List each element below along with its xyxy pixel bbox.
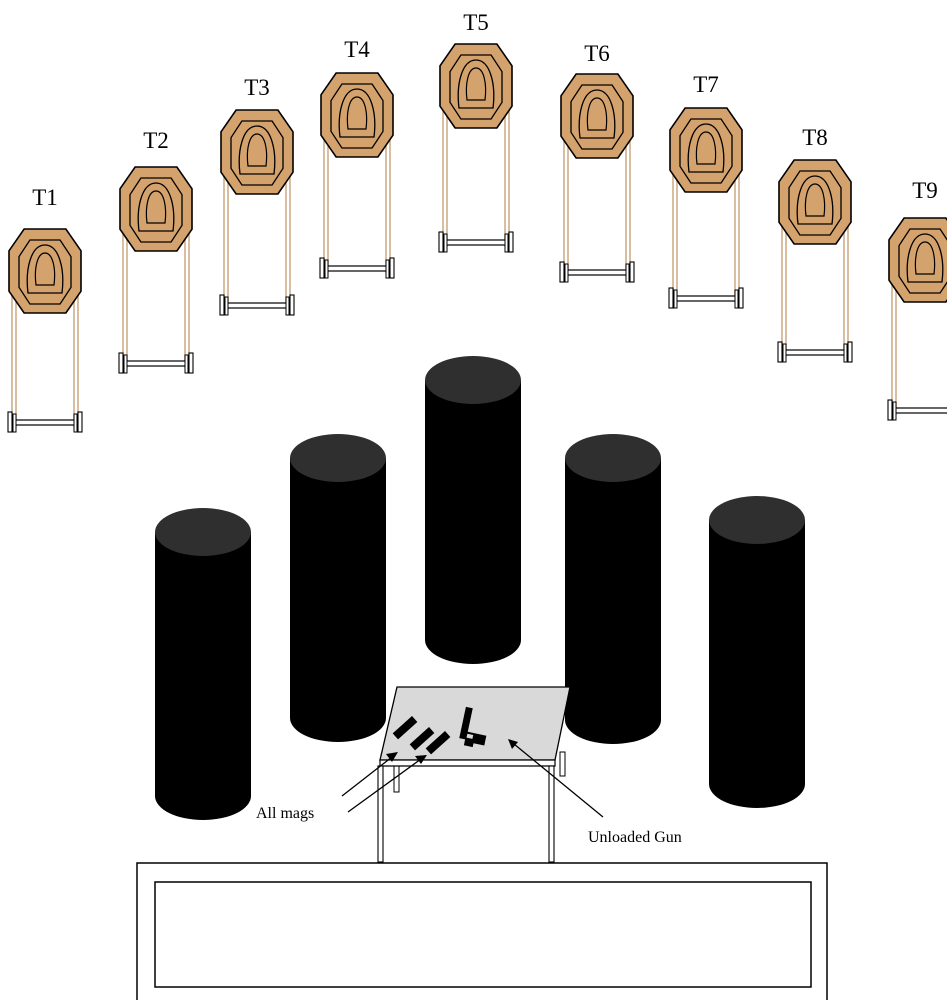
gun-arrow	[514, 744, 603, 817]
steel-target: T7	[669, 72, 743, 308]
start-box	[137, 863, 827, 1000]
target-plate	[9, 229, 81, 313]
table-leg	[378, 766, 554, 862]
steel-target: T5	[439, 10, 513, 252]
target-label: T4	[344, 37, 370, 62]
table-edge	[380, 760, 555, 766]
target-label: T2	[143, 128, 169, 153]
steel-target: T6	[560, 41, 634, 282]
target-label: T9	[912, 178, 938, 203]
barrel	[709, 496, 805, 808]
target-plate	[889, 218, 947, 302]
target-plate	[779, 160, 851, 244]
barrel	[155, 508, 251, 820]
target-plate	[440, 44, 512, 128]
steel-target: T8	[778, 125, 852, 362]
table	[378, 687, 570, 862]
target-label: T8	[802, 125, 828, 150]
steel-target: T1	[8, 185, 82, 432]
target-plate	[221, 110, 293, 194]
mags-arrow-2	[348, 759, 421, 812]
steel-target: T9	[888, 178, 947, 420]
target-plate	[670, 108, 742, 192]
mags-arrow-1	[342, 757, 392, 796]
target-label: T3	[244, 75, 270, 100]
target-label: T6	[584, 41, 610, 66]
steel-target: T3	[220, 75, 294, 315]
target-label: T5	[463, 10, 489, 35]
barrel	[425, 356, 521, 664]
barrel	[565, 434, 661, 744]
target-plate	[120, 167, 192, 251]
target-plate	[321, 73, 393, 157]
gun-label: Unloaded Gun	[588, 829, 682, 846]
steel-target: T4	[320, 37, 394, 278]
target-label: T7	[693, 72, 719, 97]
target-label: T1	[32, 185, 58, 210]
target-plate	[561, 74, 633, 158]
mags-label: All mags	[256, 805, 314, 822]
steel-target: T2	[119, 128, 193, 373]
barrel	[290, 434, 386, 742]
